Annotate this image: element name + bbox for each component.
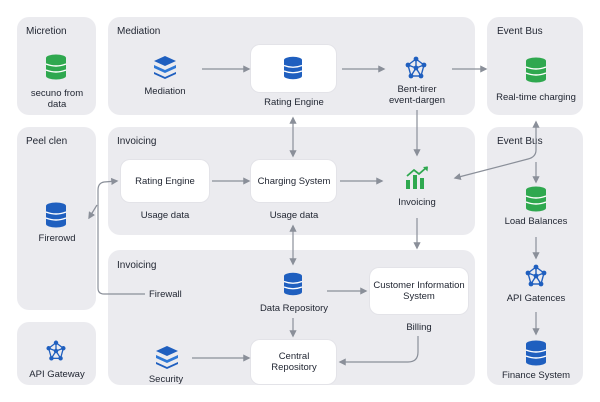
database-icon (525, 340, 547, 366)
label-api-gateway: API Gateway (29, 369, 85, 380)
layers-icon (154, 56, 176, 79)
database-icon (283, 56, 303, 80)
database-icon (283, 272, 303, 296)
label-data-repository: Data Repository (259, 303, 329, 314)
database-icon (45, 54, 67, 80)
label-realtime-charging: Real-time charging (496, 92, 576, 103)
panel-title-peel-clen: Peel clen (26, 136, 68, 147)
label-customer-info-2: System (403, 291, 435, 302)
arrow-eventbus-to-invoicing (453, 120, 540, 181)
network-icon (405, 56, 427, 79)
label-load-balances: Load Balances (504, 216, 568, 227)
label-secure-from-data-2: data (47, 99, 67, 110)
label-central-repository-1: Central (278, 351, 310, 362)
layers-icon (156, 346, 178, 369)
panel-title-micretion: Micretion (26, 26, 67, 37)
arrow-firerowd-link (88, 204, 98, 220)
label-finance-system: Finance System (501, 370, 571, 381)
label-billing: Billing (406, 322, 432, 333)
label-usage-data-2: Usage data (269, 210, 319, 221)
arrow-billing-to-central (338, 336, 419, 366)
panel-title-invoicing-low: Invoicing (117, 260, 157, 271)
panel-title-mediation: Mediation (117, 26, 161, 37)
panel-api-gateway (17, 322, 96, 385)
label-rating-engine-mid: Rating Engine (135, 176, 195, 187)
label-event-dargen-1: Bent-tirer (397, 84, 437, 95)
label-central-repository-2: Repository (271, 362, 317, 373)
card-charging-system (251, 160, 336, 202)
bar-chart-icon (406, 166, 428, 189)
label-security: Security (148, 374, 184, 385)
label-secure-from-data-1: secuno from (30, 88, 84, 99)
database-icon (525, 57, 547, 83)
database-icon (525, 186, 547, 212)
label-event-dargen-2: event-dargen (389, 95, 445, 106)
label-api-gatences: API Gatences (506, 293, 566, 304)
panel-title-invoicing-mid: Invoicing (117, 136, 157, 147)
label-firewall: Firewall (149, 289, 182, 300)
database-icon (45, 202, 67, 228)
arrow-firewall-link (97, 177, 145, 295)
card-central-repository (251, 340, 336, 384)
label-invoicing: Invoicing (398, 197, 436, 208)
network-icon (525, 264, 547, 287)
label-usage-data-1: Usage data (140, 210, 190, 221)
label-firerowd: Firerowd (38, 233, 76, 244)
card-customer-info (370, 268, 468, 314)
label-mediation: Mediation (144, 86, 186, 97)
label-rating-engine-top: Rating Engine (264, 97, 324, 108)
label-customer-info-1: Customer Information (373, 280, 465, 291)
card-rating-engine-mid (121, 160, 209, 202)
network-icon (46, 340, 66, 361)
label-charging-system: Charging System (257, 176, 331, 187)
panel-title-event-bus-top: Event Bus (497, 26, 543, 37)
